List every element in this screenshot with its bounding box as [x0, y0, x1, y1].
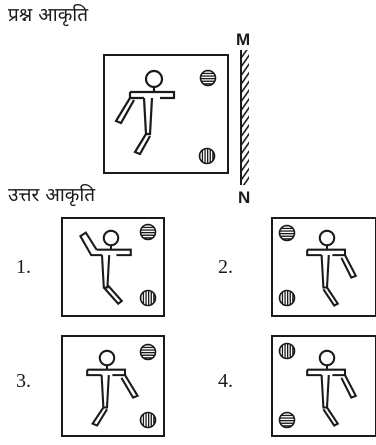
mirror-mn: [241, 50, 249, 185]
option-3-figure: [62, 336, 164, 436]
option-2-figure: [272, 218, 376, 316]
question-figure: [104, 55, 228, 173]
option-1-figure: [62, 218, 164, 316]
option-4-figure: [272, 336, 376, 436]
